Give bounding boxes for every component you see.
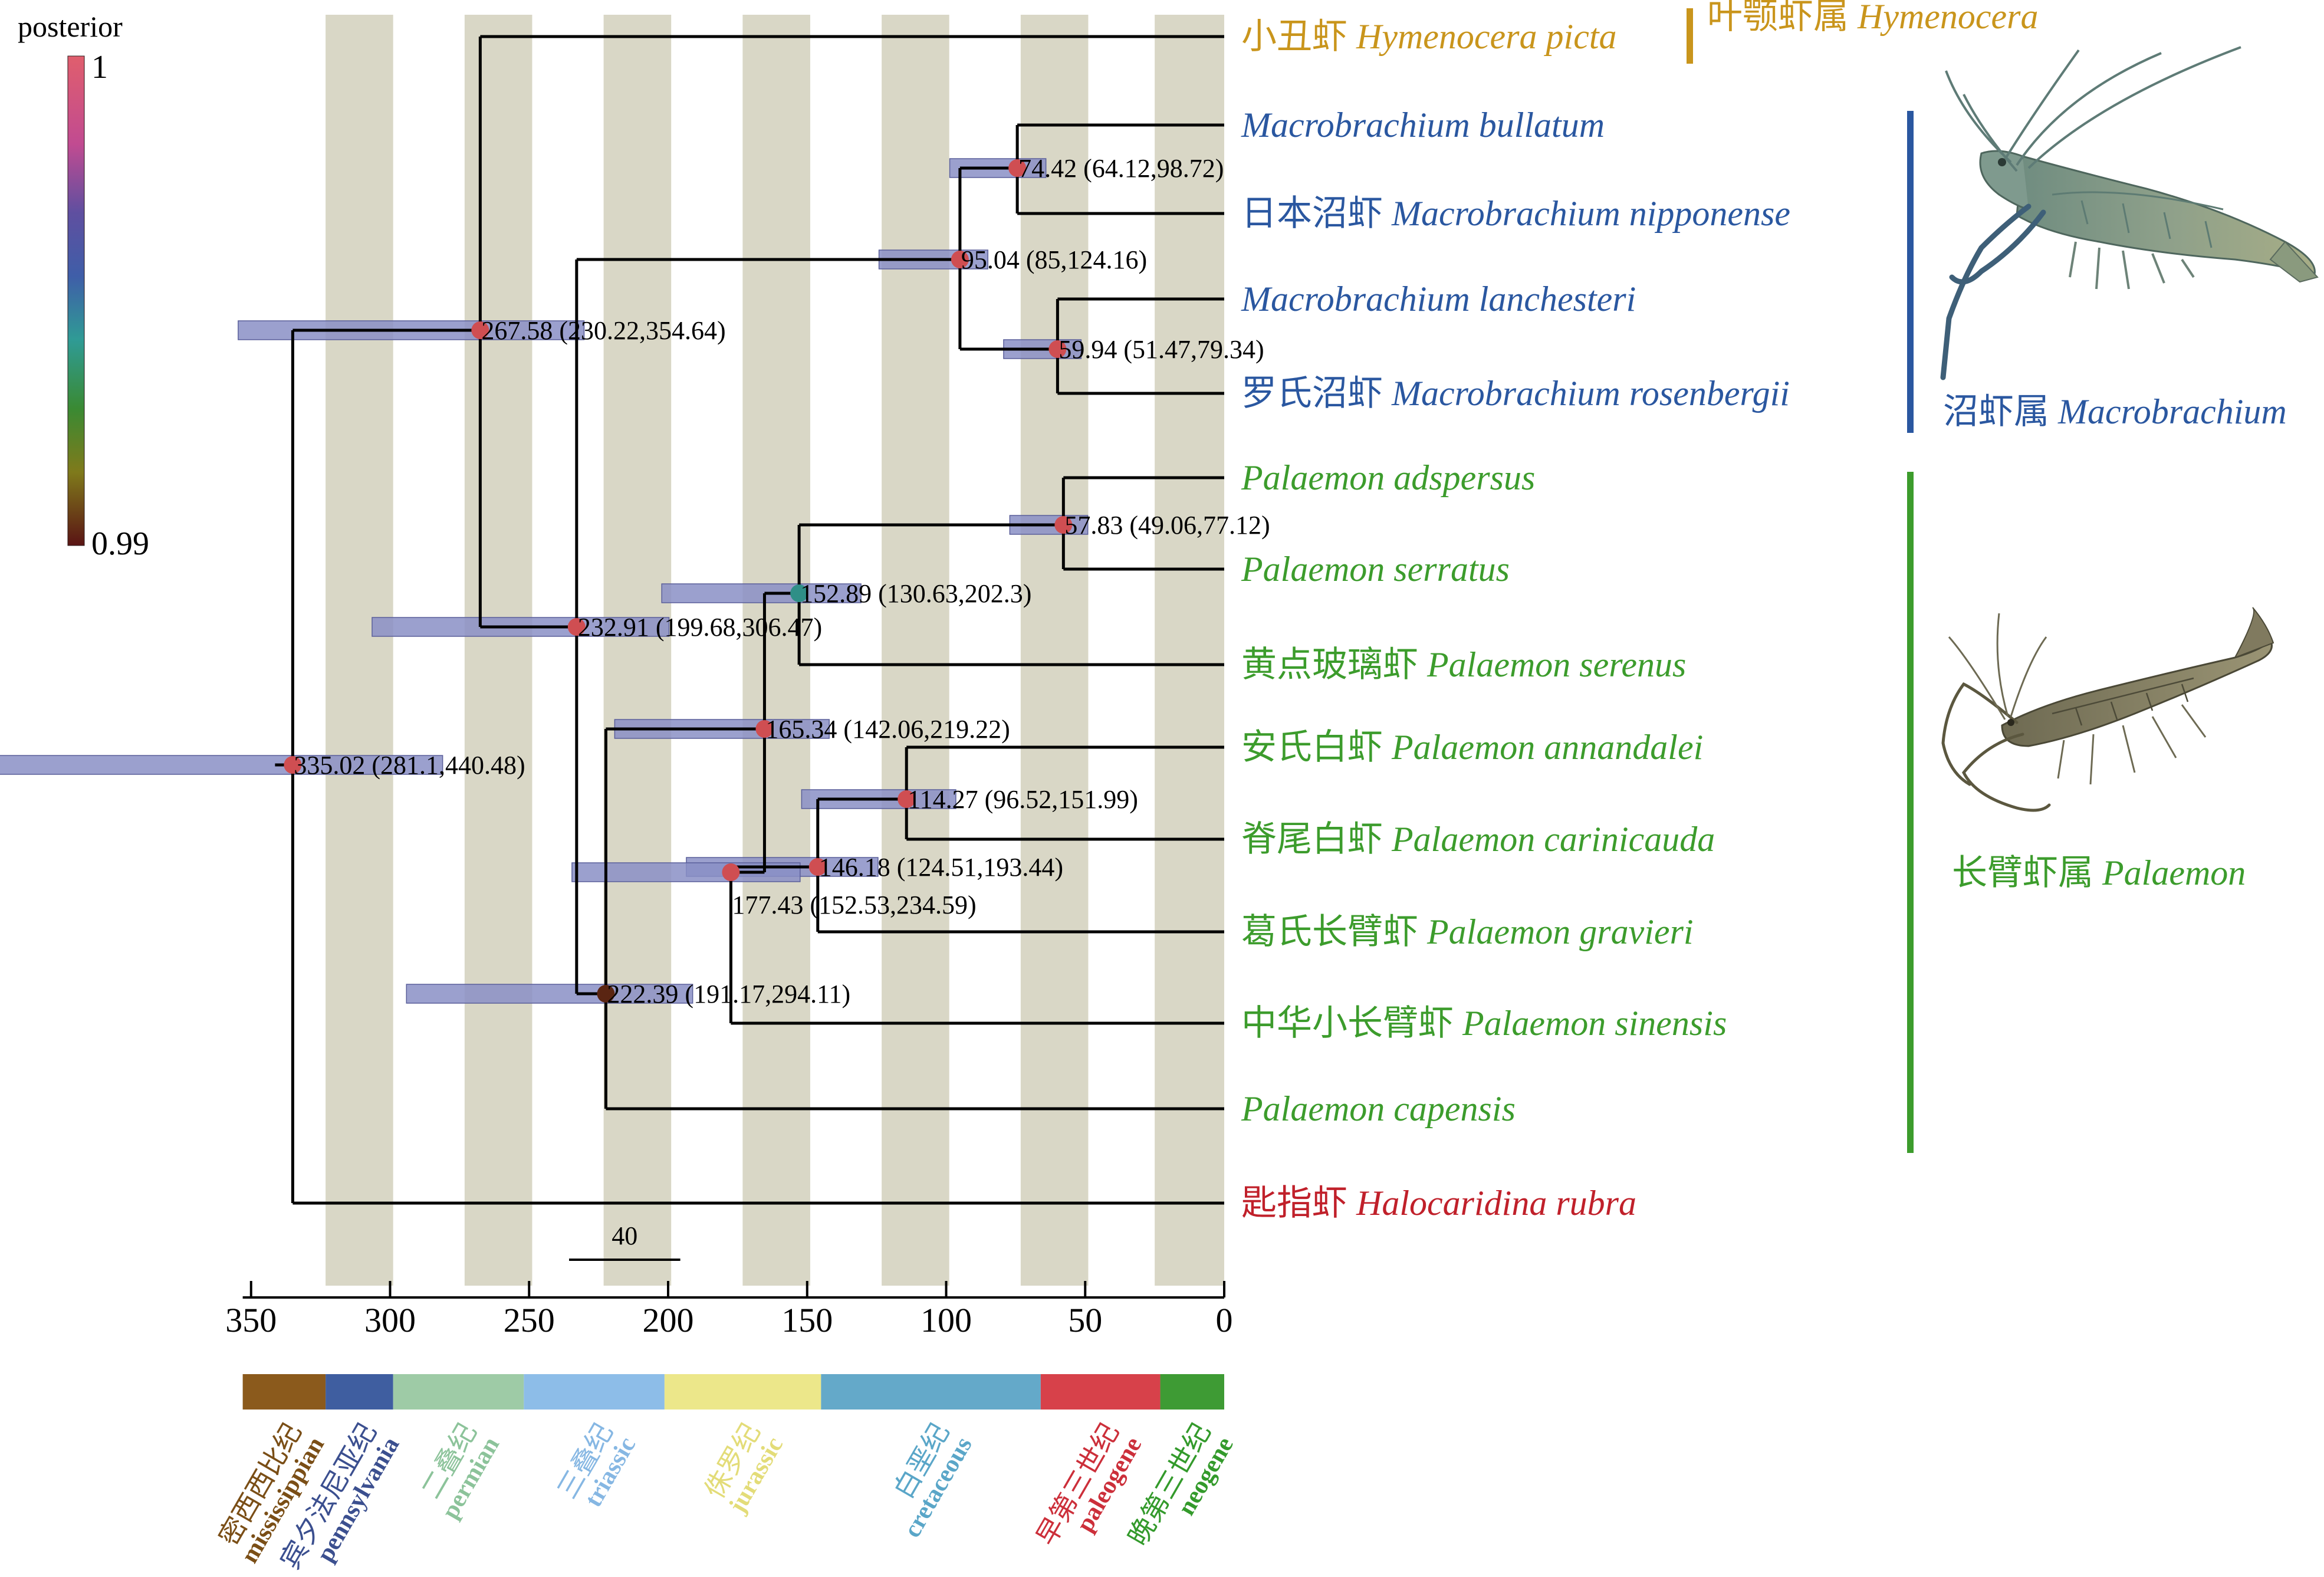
taxon-label-t8: 黄点玻璃虾 Palaemon serenus bbox=[1241, 645, 1686, 684]
taxon-label-t6: Palaemon adspersus bbox=[1241, 458, 1535, 497]
node-age-label: 74.42 (64.12,98.72) bbox=[1018, 154, 1224, 183]
genus-label-hymenocera: 叶颚虾属 Hymenocera bbox=[1707, 0, 2039, 36]
period-block-mississippian bbox=[242, 1374, 326, 1410]
time-band bbox=[1155, 15, 1224, 1286]
taxon-label-t4: Macrobrachium lanchesteri bbox=[1241, 280, 1636, 318]
node-age-label: 146.18 (124.51,193.44) bbox=[819, 853, 1063, 882]
axis-tick-label: 50 bbox=[1068, 1301, 1102, 1339]
ci-bar-n1 bbox=[0, 755, 443, 775]
period-block-permian bbox=[393, 1374, 524, 1410]
taxon-label-t7: Palaemon serratus bbox=[1241, 550, 1510, 589]
taxon-label-t11: 葛氏长臂虾 Palaemon gravieri bbox=[1241, 912, 1694, 951]
node-age-label: 165.34 (142.06,219.22) bbox=[765, 715, 1010, 744]
taxon-label-t5: 罗氏沼虾 Macrobrachium rosenbergii bbox=[1241, 374, 1790, 413]
node-age-label: 114.27 (96.52,151.99) bbox=[908, 785, 1138, 814]
node-age-label: 232.91 (199.68,306.47) bbox=[578, 613, 822, 642]
axis-tick-label: 0 bbox=[1216, 1301, 1233, 1339]
ci-bar-n7 bbox=[661, 583, 862, 603]
ci-bar-n13 bbox=[406, 984, 693, 1004]
scale-bar: 40 bbox=[569, 1221, 681, 1261]
time-band bbox=[882, 15, 949, 1286]
taxon-label-t10: 脊尾白虾 Palaemon carinicauda bbox=[1241, 820, 1715, 859]
palaemon-bracket bbox=[1907, 472, 1914, 1153]
node-marker-n3 bbox=[951, 251, 969, 268]
axis-tick-label: 300 bbox=[364, 1301, 416, 1339]
hymenocera-bracket bbox=[1687, 8, 1693, 64]
axis-tick-label: 100 bbox=[921, 1301, 972, 1339]
posterior-color-scale bbox=[67, 55, 85, 546]
node-markers bbox=[284, 159, 1073, 1003]
node-age-labels: 335.02 (281.1,440.48) 267.58 (230.22,354.… bbox=[294, 154, 1270, 1008]
taxon-label-t1: 小丑虾 Hymenocera picta bbox=[1241, 17, 1617, 56]
genus-label-macrobrachium: 沼虾属 Macrobrachium bbox=[1943, 392, 2287, 431]
time-band bbox=[464, 15, 532, 1286]
node-marker-n8 bbox=[1054, 516, 1073, 534]
axis-tick-label: 350 bbox=[225, 1301, 277, 1339]
node-age-label: 335.02 (281.1,440.48) bbox=[294, 751, 525, 780]
axis-tick-label: 150 bbox=[781, 1301, 833, 1339]
axis-tick-label: 200 bbox=[643, 1301, 694, 1339]
taxon-label-t13: Palaemon capensis bbox=[1241, 1089, 1516, 1128]
time-band bbox=[1020, 15, 1089, 1286]
node-marker-n5 bbox=[1048, 340, 1067, 358]
genus-groups: 叶颚虾属 Hymenocera 沼虾属 Macrobrachium 长臂虾属 P… bbox=[1687, 0, 2287, 1153]
period-block-neogene bbox=[1160, 1374, 1224, 1410]
posterior-legend: posterior 1 0.99 bbox=[18, 10, 149, 562]
node-marker-n11 bbox=[808, 858, 827, 876]
node-marker-n12 bbox=[722, 863, 740, 881]
axis-tick-label: 250 bbox=[504, 1301, 555, 1339]
legend-max-label: 1 bbox=[91, 49, 108, 86]
scale-bar-label: 40 bbox=[612, 1221, 637, 1250]
period-block-pennsylvania bbox=[326, 1374, 393, 1410]
node-marker-n7 bbox=[790, 584, 808, 602]
period-block-cretaceous bbox=[821, 1374, 1041, 1410]
node-marker-n9 bbox=[755, 720, 774, 738]
node-age-label: 95.04 (85,124.16) bbox=[961, 245, 1147, 274]
node-marker-n13 bbox=[597, 985, 615, 1003]
node-marker-n1 bbox=[284, 756, 302, 774]
node-age-label: 222.39 (191.17,294.11) bbox=[607, 980, 850, 1008]
macrobrachium-shrimp-photo bbox=[1940, 46, 2319, 380]
node-age-label: 57.83 (49.06,77.12) bbox=[1064, 511, 1270, 540]
time-bands bbox=[326, 15, 1224, 1286]
taxon-label-t9: 安氏白虾 Palaemon annandalei bbox=[1241, 728, 1703, 767]
node-marker-n10 bbox=[898, 790, 916, 808]
taxon-label-t14: 匙指虾 Halocaridina rubra bbox=[1241, 1184, 1636, 1223]
taxon-label-t12: 中华小长臂虾 Palaemon sinensis bbox=[1241, 1004, 1727, 1043]
legend-title: posterior bbox=[18, 10, 123, 43]
period-block-paleogene bbox=[1040, 1374, 1161, 1410]
taxon-label-t3: 日本沼虾 Macrobrachium nipponense bbox=[1241, 194, 1790, 233]
taxon-label-t2: Macrobrachium bullatum bbox=[1241, 106, 1605, 144]
macrobrachium-bracket bbox=[1907, 111, 1914, 433]
node-marker-n2 bbox=[471, 321, 489, 339]
time-band bbox=[326, 15, 393, 1286]
palaemon-shrimp-photo bbox=[1941, 607, 2274, 812]
node-age-label: 267.58 (230.22,354.64) bbox=[481, 316, 725, 345]
node-age-label: 152.89 (130.63,202.3) bbox=[800, 579, 1031, 608]
node-marker-n6 bbox=[567, 618, 586, 636]
node-marker-n4 bbox=[1008, 159, 1027, 177]
legend-min-label: 0.99 bbox=[91, 525, 149, 562]
genus-label-palaemon: 长臂虾属 Palaemon bbox=[1952, 853, 2246, 892]
time-band bbox=[603, 15, 672, 1286]
period-block-triassic bbox=[524, 1374, 665, 1410]
time-axis: 350 300 250 200 150 100 50 0 bbox=[225, 1281, 1233, 1339]
period-strip bbox=[242, 1374, 1224, 1410]
node-age-label: 59.94 (51.47,79.34) bbox=[1059, 335, 1264, 364]
node-age-label: 177.43 (152.53,234.59) bbox=[732, 891, 976, 919]
period-block-jurassic bbox=[664, 1374, 821, 1410]
